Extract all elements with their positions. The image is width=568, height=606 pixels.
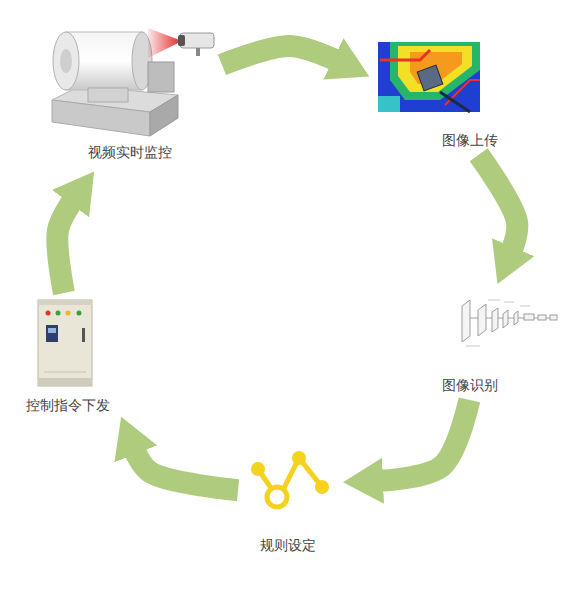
mill-illustration: [52, 28, 214, 136]
stage-label: 图像上传: [442, 131, 498, 149]
rule-icon: [251, 451, 329, 507]
cycle-arrow: [222, 46, 339, 65]
stage-node: 图像识别: [425, 290, 560, 398]
stage-label: 规则设定: [260, 536, 316, 554]
stage-node: 控制指令下发: [20, 295, 120, 417]
cycle-arrow: [134, 448, 238, 490]
thermal-image: [378, 42, 480, 112]
stage-node: 视频实时监控: [40, 15, 220, 165]
cycle-arrow: [57, 199, 74, 293]
stage-label: 图像识别: [442, 376, 498, 394]
stage-label: 视频实时监控: [88, 143, 172, 161]
network-diagram: [462, 300, 557, 346]
stage-label: 控制指令下发: [26, 396, 110, 414]
control-cabinet: [38, 300, 92, 386]
cycle-arrow: [479, 155, 518, 253]
cycle-arrow: [377, 400, 469, 481]
stage-node: 图像上传: [375, 38, 515, 153]
stage-node: 规则设定: [240, 445, 340, 557]
